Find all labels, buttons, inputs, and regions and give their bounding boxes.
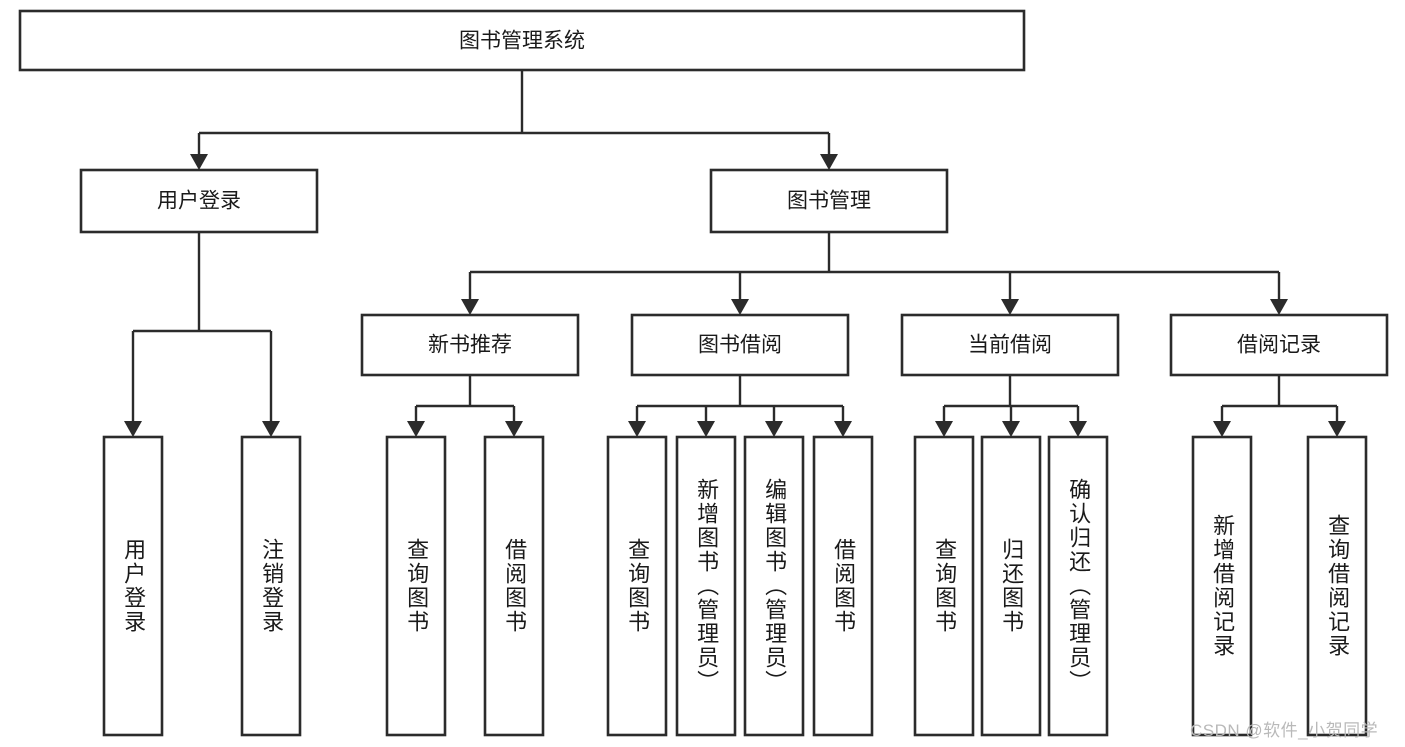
- node-book-borrow-box[interactable]: [630, 313, 850, 377]
- node-borrow-record-label: 借阅记录: [1237, 334, 1321, 357]
- arrowhead-leaf-add-book: [697, 421, 715, 437]
- csdn-watermark: CSDN @软件_小贺同学: [1190, 721, 1379, 740]
- node-book-manage-box[interactable]: [709, 168, 949, 234]
- arrowhead-leaf-add-record: [1213, 421, 1231, 437]
- arrowhead-user-login: [190, 154, 208, 170]
- arrowhead-new-book-rec: [461, 299, 479, 315]
- node-book-manage-label: 图书管理: [787, 190, 871, 213]
- arrowhead-borrow-record: [1270, 299, 1288, 315]
- connectors-current-borrow-to-leaves: [935, 375, 1087, 437]
- node-borrow-record-box[interactable]: [1169, 313, 1389, 377]
- arrowhead-leaf-return-book: [1002, 421, 1020, 437]
- node-book-manage[interactable]: 图书管理: [709, 168, 949, 234]
- arrowhead-leaf-confirm-return: [1069, 421, 1087, 437]
- arrowhead-leaf-user-login: [124, 421, 142, 437]
- node-new-book-rec[interactable]: 新书推荐: [360, 313, 580, 377]
- arrowhead-book-manage: [820, 154, 838, 170]
- node-user-login-box[interactable]: [79, 168, 319, 234]
- arrowhead-leaf-borrow-book-1: [505, 421, 523, 437]
- node-leaf-user-logout-box[interactable]: [240, 435, 302, 737]
- connectors-borrow-record-to-leaves: [1213, 375, 1346, 437]
- connectors-root-to-level2: [190, 70, 838, 170]
- node-leaf-confirm-return-box[interactable]: [1047, 435, 1109, 737]
- arrowhead-current-borrow: [1001, 299, 1019, 315]
- node-root-label: 图书管理系统: [459, 30, 585, 53]
- connectors-user-login-to-leaves: [124, 232, 280, 437]
- arrowhead-leaf-query-book-2: [628, 421, 646, 437]
- arrowhead-leaf-query-book-3: [935, 421, 953, 437]
- node-user-login-label: 用户登录: [157, 190, 241, 213]
- node-leaf-borrow-book-1-box[interactable]: [483, 435, 545, 737]
- node-leaf-borrow-book-2-box[interactable]: [812, 435, 874, 737]
- node-leaf-query-book-2-box[interactable]: [606, 435, 668, 737]
- node-root-box[interactable]: [18, 9, 1026, 72]
- arrowhead-leaf-user-logout: [262, 421, 280, 437]
- node-current-borrow-label: 当前借阅: [968, 334, 1052, 357]
- node-leaf-add-record-box[interactable]: [1191, 435, 1253, 737]
- arrowhead-leaf-query-book-1: [407, 421, 425, 437]
- node-leaf-add-book-box[interactable]: [675, 435, 737, 737]
- arrowhead-book-borrow: [731, 299, 749, 315]
- node-new-book-rec-box[interactable]: [360, 313, 580, 377]
- node-user-login[interactable]: 用户登录: [79, 168, 319, 234]
- connectors-book-borrow-to-leaves: [628, 375, 852, 437]
- connectors-book-manage-to-level3: [461, 232, 1288, 315]
- node-current-borrow-box[interactable]: [900, 313, 1120, 377]
- node-leaf-query-book-3-box[interactable]: [913, 435, 975, 737]
- node-leaf-query-record-box[interactable]: [1306, 435, 1368, 737]
- arrowhead-leaf-query-record: [1328, 421, 1346, 437]
- leaf-boxes: [102, 435, 1368, 737]
- arrowhead-leaf-edit-book: [765, 421, 783, 437]
- node-book-borrow[interactable]: 图书借阅: [630, 313, 850, 377]
- node-leaf-query-book-1-box[interactable]: [385, 435, 447, 737]
- node-root[interactable]: 图书管理系统: [18, 9, 1026, 72]
- connectors-new-book-rec-to-leaves: [407, 375, 523, 437]
- node-current-borrow[interactable]: 当前借阅: [900, 313, 1120, 377]
- node-book-borrow-label: 图书借阅: [698, 334, 782, 357]
- arrowhead-leaf-borrow-book-2: [834, 421, 852, 437]
- node-leaf-return-book-box[interactable]: [980, 435, 1042, 737]
- node-leaf-user-login-box[interactable]: [102, 435, 164, 737]
- node-new-book-rec-label: 新书推荐: [428, 334, 512, 357]
- node-borrow-record[interactable]: 借阅记录: [1169, 313, 1389, 377]
- node-leaf-edit-book-box[interactable]: [743, 435, 805, 737]
